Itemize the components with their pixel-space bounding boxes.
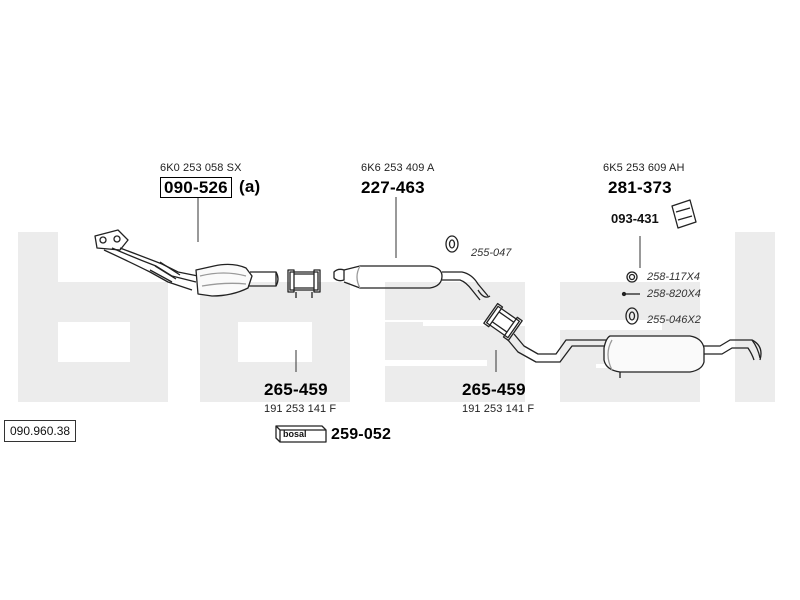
rear-oem-number: 6K5 253 609 AH [603,162,685,174]
front-pipe-with-catalyst [94,229,279,297]
ring-icon [626,271,638,283]
hanger-255-046-icon [625,307,639,325]
bolt-icon [621,291,640,297]
catalyst-oem-number: 6K0 253 058 SX [160,162,242,174]
middle-oem-number: 6K6 253 409 A [361,162,435,174]
clamp2-oem-number: 191 253 141 F [462,403,535,415]
clamp-1 [287,269,321,298]
clamp2-part-number: 265-459 [462,380,526,399]
clamp1-oem-number: 191 253 141 F [264,403,337,415]
middle-silencer [333,265,491,301]
catalyst-part-suffix: (a) [239,177,261,196]
kit-logo: bosal [283,429,307,439]
diagram-reference: 090.960.38 [4,420,77,442]
catalyst-part-number: 090-526 [160,177,232,198]
kit-part-number: 259-052 [331,426,392,443]
rear-part-number: 281-373 [608,178,672,197]
kit-box-icon [275,425,327,443]
ring-part-number: 258-117X4 [647,271,701,283]
middle-part-number: 227-463 [361,178,425,197]
clamp-2 [483,302,523,342]
bolt-part-number: 258-820X4 [647,288,701,300]
rear-silencer [507,333,762,378]
hanger-255-047-icon [445,235,459,253]
clamp1-part-number: 265-459 [264,380,328,399]
bracket-093-431-icon [671,199,697,229]
bracket-part-number: 093-431 [611,211,659,226]
hanger-b-part-number: 255-046X2 [647,314,701,326]
hanger-part-number: 255-047 [471,247,512,259]
